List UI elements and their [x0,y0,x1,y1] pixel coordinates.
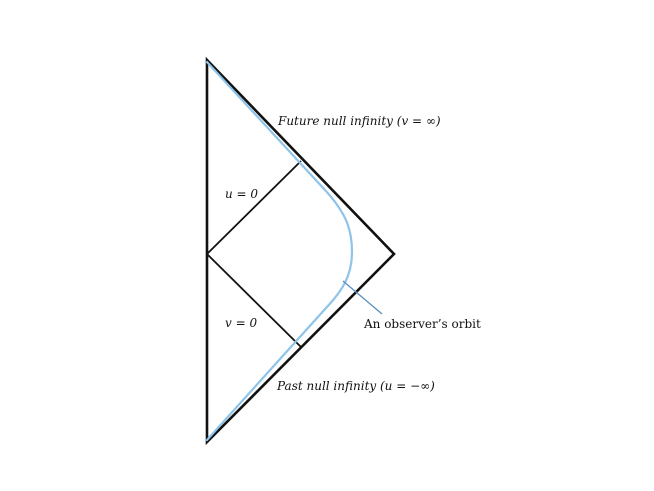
observer-orbit-curve [205,60,354,442]
u-zero-label: u = 0 [225,187,258,201]
orbit-pointer-line [342,280,383,315]
diagram-boundary [205,56,396,446]
past-null-infinity-label: Past null infinity (u = −∞) [276,379,435,393]
u-zero-line [206,160,302,255]
future-null-infinity-label: Future null infinity (v = ∞) [277,114,441,128]
v-zero-line [206,253,302,348]
observer-orbit-label: An observer’s orbit [363,317,481,331]
v-zero-label: v = 0 [225,316,257,330]
